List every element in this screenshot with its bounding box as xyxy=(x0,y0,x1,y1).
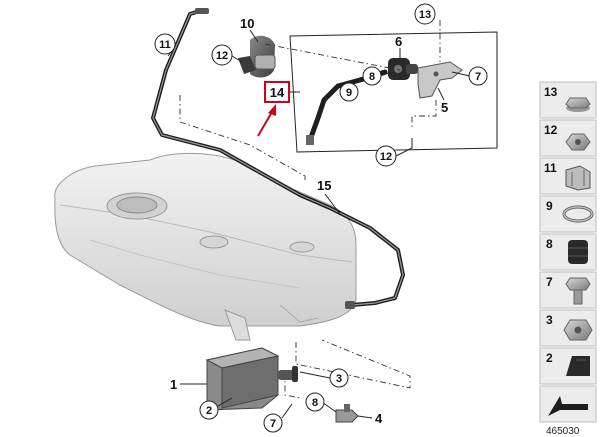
dashed-line-4 xyxy=(411,100,437,130)
hex-bolt-icon xyxy=(565,277,591,305)
dashed-line-5 xyxy=(295,339,411,389)
legend-item-9[interactable]: 9 xyxy=(539,195,597,233)
callout-5[interactable]: 5 xyxy=(441,100,448,115)
leader-12-top xyxy=(231,55,243,63)
fuel-tank[interactable] xyxy=(54,153,357,341)
rubber-grommet-icon xyxy=(568,240,588,264)
rubber-buffer-icon xyxy=(566,356,590,376)
callout-10[interactable]: 10 xyxy=(240,16,254,31)
dashed-line-1 xyxy=(179,95,306,182)
callout-2: 2 xyxy=(206,405,212,417)
callout-13: 13 xyxy=(419,9,431,21)
leader-3 xyxy=(299,371,331,379)
hose-clamp-icon xyxy=(562,205,594,223)
hex-nut-icon xyxy=(563,319,593,341)
leader-15 xyxy=(324,193,341,215)
legend-column: 13 12 11 9 xyxy=(539,81,597,437)
legend-number-9: 9 xyxy=(546,199,553,213)
clip-12[interactable] xyxy=(238,56,256,74)
callout-15[interactable]: 15 xyxy=(317,178,331,193)
callout-9: 9 xyxy=(346,87,352,99)
legend-number-11: 11 xyxy=(544,161,557,175)
vent-line[interactable] xyxy=(151,8,405,309)
flange-nut-icon xyxy=(565,97,591,112)
leader-7-detail xyxy=(451,71,471,77)
legend-item-11[interactable]: 11 xyxy=(539,157,597,195)
callout-circle-7-lower[interactable]: 7 xyxy=(263,413,283,433)
charcoal-canister[interactable] xyxy=(205,347,298,411)
callout-12-detail: 12 xyxy=(380,151,392,163)
legend-item-arrow[interactable] xyxy=(539,385,597,423)
callout-6[interactable]: 6 xyxy=(395,34,402,49)
callout-8-lower: 8 xyxy=(312,397,318,409)
legend-item-13[interactable]: 13 xyxy=(539,81,597,119)
legend-number-3: 3 xyxy=(546,313,553,327)
leader-2 xyxy=(217,397,233,407)
callout-circle-7-detail[interactable]: 7 xyxy=(468,66,488,86)
legend-number-13: 13 xyxy=(544,85,558,99)
detail-box-frame xyxy=(289,31,498,153)
callout-4[interactable]: 4 xyxy=(375,411,383,426)
callout-circle-9[interactable]: 9 xyxy=(339,82,359,102)
callout-circle-11[interactable]: 11 xyxy=(154,33,176,55)
callout-circle-8-lower[interactable]: 8 xyxy=(305,392,325,412)
legend-item-8[interactable]: 8 xyxy=(539,233,597,271)
leader-7-lower xyxy=(281,403,293,419)
callout-circle-2[interactable]: 2 xyxy=(199,400,219,420)
callout-8-detail: 8 xyxy=(369,71,375,83)
callout-7-lower: 7 xyxy=(270,418,276,430)
callout-circle-8-detail[interactable]: 8 xyxy=(362,66,382,86)
vent-valve[interactable] xyxy=(388,58,418,80)
legend-item-2[interactable]: 2 xyxy=(539,347,597,385)
legend-item-12[interactable]: 12 xyxy=(539,119,597,157)
legend-item-7[interactable]: 7 xyxy=(539,271,597,309)
wedge-arrow-icon xyxy=(548,396,588,416)
leader-10 xyxy=(249,29,259,43)
callout-circle-12-top[interactable]: 12 xyxy=(211,44,233,66)
mounting-bracket[interactable] xyxy=(417,61,463,99)
legend-number-8: 8 xyxy=(546,237,553,251)
holder-bracket[interactable] xyxy=(250,35,276,78)
callout-1[interactable]: 1 xyxy=(170,377,177,392)
dashed-line-6 xyxy=(284,372,301,399)
callout-14: 14 xyxy=(270,85,285,100)
leader-5 xyxy=(437,87,445,101)
callout-12-top: 12 xyxy=(216,50,228,62)
legend-number-2: 2 xyxy=(546,351,553,365)
callout-circle-12-detail[interactable]: 12 xyxy=(375,145,397,167)
leader-4 xyxy=(357,415,373,419)
legend-number-7: 7 xyxy=(546,275,553,289)
legend-number-12: 12 xyxy=(544,123,558,137)
callout-7-detail: 7 xyxy=(475,71,481,83)
callout-11: 11 xyxy=(159,39,171,51)
highlight-arrow xyxy=(257,104,276,137)
callout-circle-3[interactable]: 3 xyxy=(329,368,349,388)
connector-4[interactable] xyxy=(335,404,359,423)
callout-14-box[interactable]: 14 xyxy=(264,81,290,103)
callout-circle-13[interactable]: 13 xyxy=(414,3,436,25)
spring-clip-icon xyxy=(565,165,591,191)
legend-item-3[interactable]: 3 xyxy=(539,309,597,347)
callout-3: 3 xyxy=(336,373,342,385)
leader-8-detail xyxy=(379,71,393,77)
leader-12-detail xyxy=(395,138,413,157)
diagram-id: 465030 xyxy=(546,426,580,437)
hex-nut-icon xyxy=(565,133,591,151)
dashed-line-2 xyxy=(264,43,401,71)
